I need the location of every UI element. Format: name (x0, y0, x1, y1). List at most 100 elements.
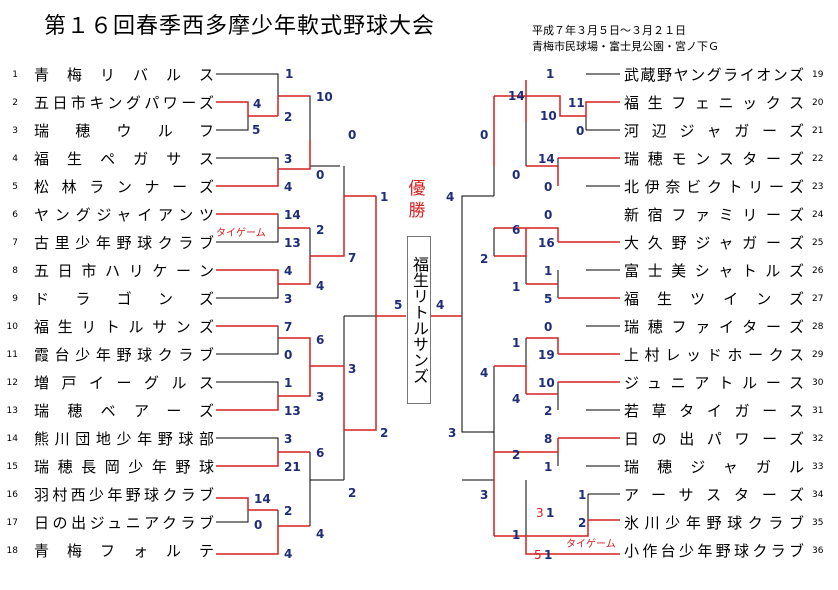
score: 3 (284, 292, 293, 306)
score: 8 (544, 432, 553, 446)
score: 19 (538, 348, 555, 362)
team-number: 19 (812, 70, 824, 80)
score: 1 (544, 264, 553, 278)
score: 2 (380, 426, 389, 440)
team-number: 1 (12, 70, 18, 80)
score: 1 (285, 67, 294, 81)
team-number: 17 (6, 518, 18, 528)
team-number: 6 (12, 210, 18, 220)
team-name: 瑞穂ジャガル (624, 458, 804, 476)
score: 1 (512, 528, 521, 542)
score: 0 (544, 320, 553, 334)
score: 10 (538, 376, 555, 390)
team-number: 14 (6, 434, 18, 444)
team-number: 12 (6, 378, 18, 388)
score: 4 (284, 264, 293, 278)
team-number: 15 (6, 462, 18, 472)
score: 14 (538, 152, 555, 166)
team-name: 瑞穂ファイターズ (624, 318, 804, 336)
score: 5 (544, 292, 553, 306)
bracket-black-lines (216, 73, 620, 536)
score: 2 (578, 516, 587, 530)
tournament-dates: 平成７年３月５日～３月２１日 (532, 24, 686, 37)
score: 1 (546, 67, 555, 81)
tiegame-label: タイゲーム (566, 539, 616, 550)
team-number: 10 (6, 322, 18, 332)
team-number: 35 (812, 518, 824, 528)
team-name: 福生フェニックス (624, 94, 804, 112)
team-name: 青梅リバルス (34, 66, 214, 84)
score: 6 (316, 333, 325, 347)
team-number: 31 (812, 406, 824, 416)
team-name: 福生ツインズ (624, 290, 804, 308)
score: 3 (284, 432, 293, 446)
score: 16 (538, 236, 555, 250)
team-name: 古里少年野球クラブ (34, 234, 214, 252)
team-number: 34 (812, 490, 824, 500)
team-name: ドラゴンズ (34, 290, 214, 308)
score: 4 (512, 392, 521, 406)
score: 5 (252, 123, 261, 137)
team-number: 8 (12, 266, 18, 276)
team-number: 18 (6, 546, 18, 556)
score: 1 (578, 488, 587, 502)
score: 10 (540, 109, 557, 123)
team-number: 20 (812, 98, 824, 108)
champion-label: 優勝 (408, 179, 426, 221)
team-number: 26 (812, 266, 824, 276)
team-name: 瑞穂長岡少年野球 (34, 458, 214, 476)
team-number: 32 (812, 434, 824, 444)
score: 0 (284, 348, 293, 362)
team-number: 22 (812, 154, 824, 164)
team-name: 青梅フォルテ (34, 542, 214, 560)
score: 0 (544, 180, 553, 194)
score: 7 (348, 251, 357, 265)
team-number: 4 (12, 154, 18, 164)
score: 1 (546, 506, 555, 520)
score: 0 (316, 168, 325, 182)
score: 2 (480, 252, 489, 266)
team-number: 2 (12, 98, 18, 108)
score: 2 (284, 110, 293, 124)
score: 5 (394, 298, 403, 312)
score: 4 (480, 366, 489, 380)
score: 14 (508, 89, 525, 103)
team-number: 25 (812, 238, 824, 248)
score: 14 (284, 208, 301, 222)
team-name: 五日市キングパワーズ (34, 94, 214, 112)
team-number: 24 (812, 210, 824, 220)
team-number: 3 (12, 126, 18, 136)
score: 14 (254, 492, 271, 506)
team-number: 13 (6, 406, 18, 416)
team-name: ジュニアトルース (624, 374, 804, 392)
score: 5 (534, 548, 542, 562)
score: 6 (316, 446, 325, 460)
team-number: 30 (812, 378, 824, 388)
score: 4 (316, 279, 325, 293)
team-number: 28 (812, 322, 824, 332)
score: 0 (348, 128, 357, 142)
score: 4 (316, 527, 325, 541)
team-name: 氷川少年野球クラブ (624, 514, 804, 532)
score: 1 (380, 190, 389, 204)
team-number: 9 (12, 294, 18, 304)
tiegame-label: タイゲーム (216, 228, 266, 239)
score: 2 (512, 448, 521, 462)
team-name: 福生リトルサンズ (34, 318, 214, 336)
team-name: 五日市ハリケーン (34, 262, 214, 280)
team-number: 29 (812, 350, 824, 360)
score: 13 (284, 404, 301, 418)
score: 0 (576, 124, 585, 138)
team-name: 日の出パワーズ (624, 430, 804, 448)
score: 13 (284, 236, 301, 250)
score: 1 (512, 280, 521, 294)
team-name: 若草タイガース (624, 402, 804, 420)
score: 1 (544, 460, 553, 474)
team-name: 北伊奈ビクトリーズ (624, 178, 804, 196)
champion-team: 福生リトルサンズ (407, 236, 431, 404)
score: 4 (436, 298, 445, 312)
score: 7 (284, 320, 293, 334)
team-name: 上村レッドホークス (624, 346, 804, 364)
score: 2 (316, 223, 325, 237)
